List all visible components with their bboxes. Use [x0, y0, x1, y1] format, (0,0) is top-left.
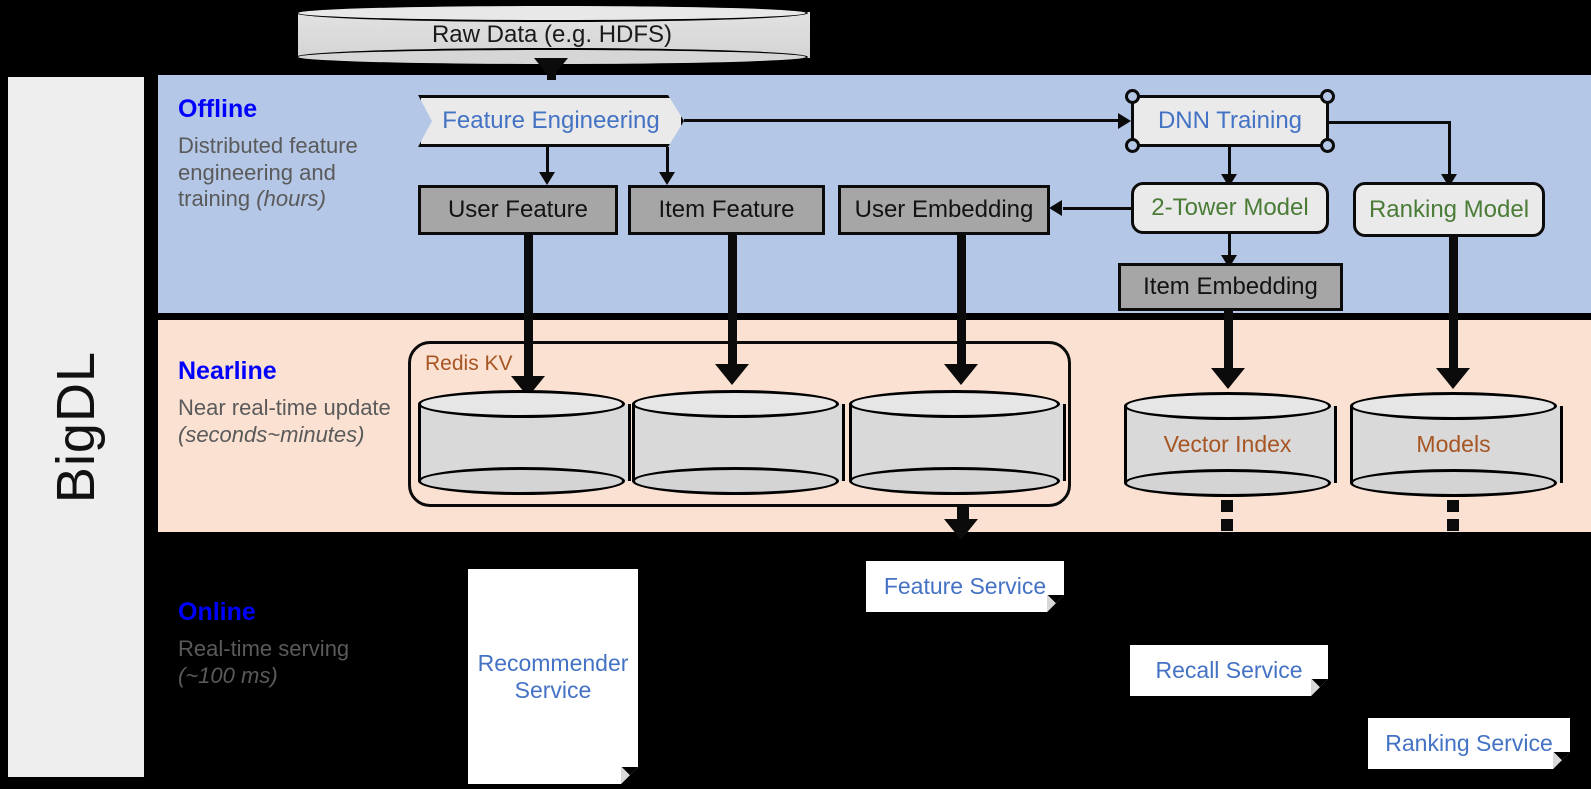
- page-fold-icon: [621, 767, 638, 784]
- models-store[interactable]: Models: [1350, 392, 1563, 497]
- pipe-itemfeature-store: [728, 235, 737, 378]
- page-fold-icon: [1311, 679, 1328, 696]
- online-desc-text: Real-time serving: [178, 635, 350, 661]
- store-user-embedding[interactable]: [849, 390, 1066, 495]
- section-title-online: Online: [178, 598, 256, 626]
- connector-fe-userfeature: [546, 147, 549, 177]
- section-caption-nearline: Nearline Near real-time update (seconds~…: [178, 357, 393, 448]
- vector-index-store[interactable]: Vector Index: [1124, 392, 1337, 497]
- arrowhead-fe-dnn: [1118, 113, 1131, 129]
- bracket-notch-tl: [1125, 89, 1140, 104]
- pipe-rankingmodel-models: [1449, 237, 1458, 376]
- cylinder-top: [296, 4, 808, 22]
- two-tower-model-node[interactable]: 2-Tower Model: [1131, 182, 1329, 234]
- nearline-desc-text: Near real-time update: [178, 394, 391, 420]
- cylinder-top: [849, 390, 1060, 418]
- user-feature-label: User Feature: [447, 196, 589, 224]
- recall-service-node[interactable]: Recall Service: [1130, 645, 1328, 696]
- bigdl-label-wrap: BigDL: [8, 77, 144, 777]
- ranking-service-label: Ranking Service: [1385, 730, 1553, 757]
- bracket-notch-tr: [1320, 89, 1335, 104]
- bracket-notch-bl: [1125, 138, 1140, 153]
- item-feature-node[interactable]: Item Feature: [628, 185, 825, 235]
- page-fold-icon: [1553, 752, 1570, 769]
- pipe-userembedding-store: [957, 235, 966, 378]
- section-desc-online: Real-time serving (~100 ms): [178, 636, 393, 690]
- section-desc-offline: Distributed feature engineering and trai…: [178, 133, 393, 213]
- section-caption-offline: Offline Distributed feature engineering …: [178, 95, 393, 213]
- connector-dnn-twotower: [1228, 147, 1231, 179]
- connector-dnn-ranking-h: [1329, 121, 1451, 124]
- feature-engineering-label: Feature Engineering: [442, 107, 660, 135]
- cylinder-bottom: [1350, 469, 1557, 497]
- cylinder-bottom: [1124, 469, 1331, 497]
- user-embedding-label: User Embedding: [854, 196, 1034, 224]
- dash-redis-featureservice: [957, 507, 969, 519]
- ranking-model-node[interactable]: Ranking Model: [1353, 182, 1545, 237]
- store-item-feature[interactable]: [632, 390, 845, 495]
- pipe-itemembedding-vectorindex: [1224, 311, 1233, 376]
- feature-service-node[interactable]: Feature Service: [866, 561, 1064, 612]
- bracket-notch-br: [1320, 138, 1335, 153]
- pipe-userfeature-store: [524, 235, 533, 390]
- cylinder-top: [1124, 392, 1331, 420]
- item-embedding-label: Item Embedding: [1143, 273, 1318, 301]
- online-desc-em: (~100 ms): [178, 662, 278, 688]
- item-embedding-node[interactable]: Item Embedding: [1118, 263, 1343, 311]
- dnn-training-node[interactable]: DNN Training: [1125, 89, 1335, 153]
- arrowhead-twotower-userembedding: [1049, 200, 1062, 216]
- dash-vectorindex-2: [1221, 519, 1233, 531]
- item-feature-label: Item Feature: [658, 196, 795, 224]
- dash-models-2: [1447, 519, 1459, 531]
- recommender-service-node[interactable]: Recommender Service: [468, 569, 638, 784]
- feature-service-label: Feature Service: [883, 573, 1047, 600]
- connector-dnn-ranking-v: [1448, 121, 1451, 179]
- offline-desc-em: (hours): [256, 186, 326, 212]
- section-caption-online: Online Real-time serving (~100 ms): [178, 598, 393, 689]
- cylinder-bottom: [418, 467, 625, 495]
- raw-data-store[interactable]: Raw Data (e.g. HDFS): [296, 4, 812, 66]
- arrowhead-userembedding-store: [944, 364, 978, 385]
- store-user-feature[interactable]: [418, 390, 631, 495]
- offline-desc-text: Distributed feature engineering and trai…: [178, 132, 358, 212]
- connector-fe-itemfeature: [666, 147, 669, 177]
- user-feature-node[interactable]: User Feature: [418, 185, 618, 235]
- bigdl-framework-rail: BigDL: [8, 77, 144, 777]
- user-embedding-node[interactable]: User Embedding: [838, 185, 1050, 235]
- connector-fe-dnn: [684, 119, 1121, 122]
- two-tower-model-label: 2-Tower Model: [1151, 194, 1309, 222]
- section-title-offline: Offline: [178, 95, 258, 123]
- nearline-desc-em: (seconds~minutes): [178, 421, 365, 447]
- recall-service-label: Recall Service: [1155, 657, 1303, 684]
- arrowhead-fe-userfeature: [539, 172, 555, 185]
- redis-kv-label: Redis KV: [425, 352, 513, 375]
- arrowhead-fe-itemfeature: [659, 172, 675, 185]
- dash-vectorindex-1: [1221, 500, 1233, 512]
- ranking-service-node[interactable]: Ranking Service: [1368, 718, 1570, 769]
- dnn-training-label: DNN Training: [1157, 107, 1303, 135]
- cylinder-bottom: [849, 467, 1060, 495]
- section-title-nearline: Nearline: [178, 357, 277, 385]
- feature-engineering-node[interactable]: Feature Engineering: [418, 95, 684, 147]
- cylinder-top: [418, 390, 625, 418]
- arrowhead-itemfeature-store: [715, 364, 749, 385]
- arrowhead-rankingmodel-models: [1436, 368, 1470, 389]
- ranking-model-label: Ranking Model: [1368, 195, 1530, 223]
- bigdl-label: BigDL: [46, 350, 106, 504]
- cylinder-top: [1350, 392, 1557, 420]
- section-desc-nearline: Near real-time update (seconds~minutes): [178, 395, 393, 449]
- dash-models-1: [1447, 500, 1459, 512]
- cylinder-top: [632, 390, 839, 418]
- arrowhead-redis-featureservice: [944, 519, 978, 540]
- connector-twotower-itemembedding: [1228, 234, 1231, 262]
- arrowhead-itemembedding-vectorindex: [1211, 368, 1245, 389]
- connector-twotower-userembedding: [1063, 207, 1133, 210]
- cylinder-bottom: [632, 467, 839, 495]
- redis-kv-group: [408, 341, 1071, 507]
- recommender-service-label: Recommender Service: [477, 650, 629, 703]
- page-fold-icon: [1047, 595, 1064, 612]
- arrowhead-rawdata-fe: [534, 58, 568, 79]
